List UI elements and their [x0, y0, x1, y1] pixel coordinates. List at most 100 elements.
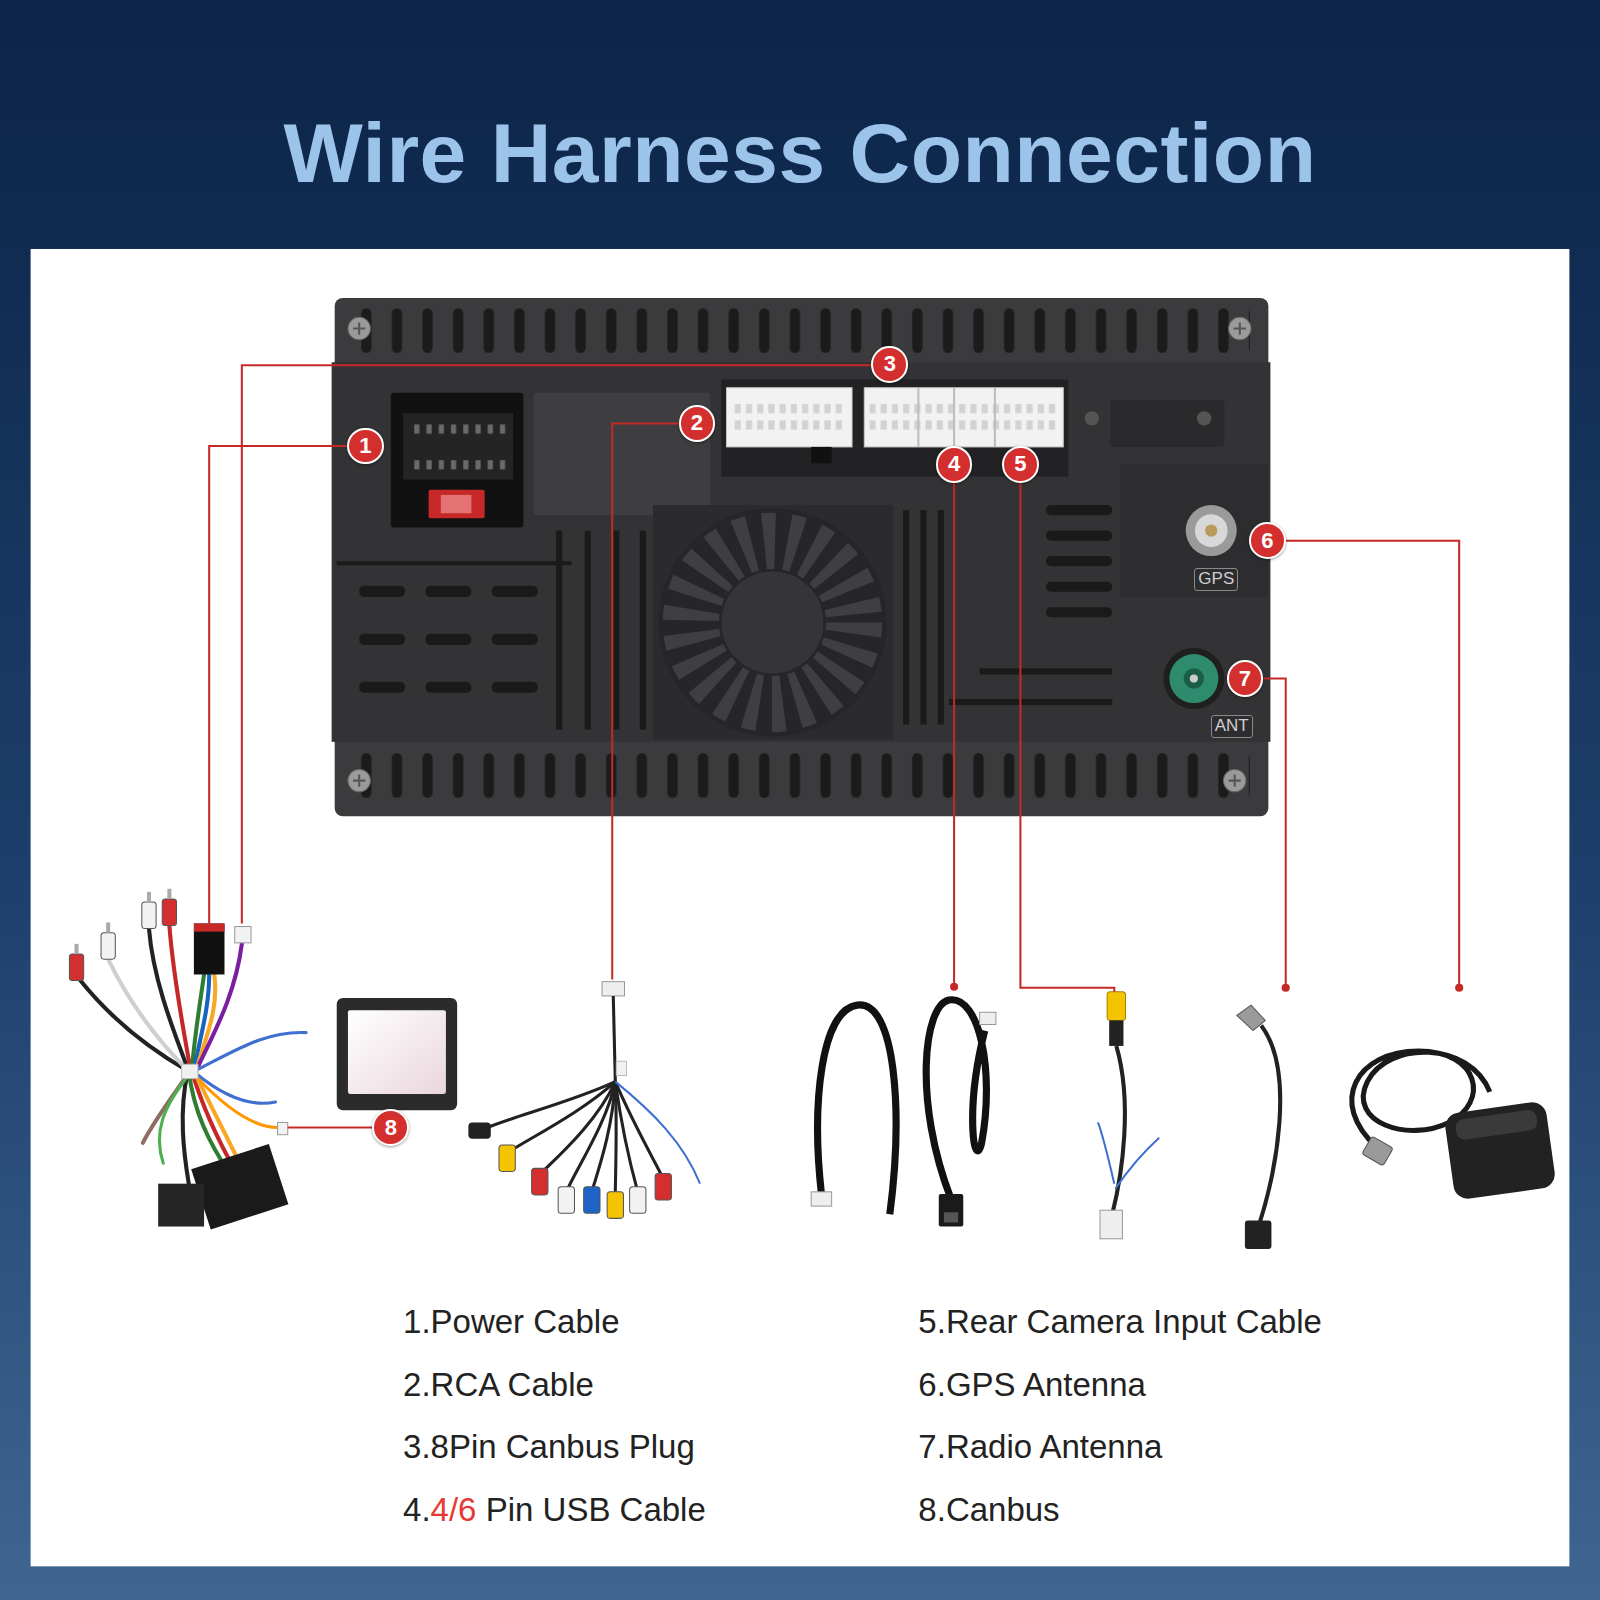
camera-rca — [1107, 992, 1125, 1021]
rca-jack — [532, 1168, 548, 1195]
socket-pins — [733, 401, 845, 434]
antenna-lead — [1259, 1026, 1280, 1225]
antenna-port — [1163, 648, 1224, 709]
rca-jack — [655, 1173, 671, 1200]
power-socket — [391, 393, 524, 528]
plug-stripe — [194, 923, 225, 931]
screw — [1197, 411, 1211, 425]
leader-line — [953, 483, 955, 985]
list-row: 4.4/6Pin USB Cable — [403, 1490, 706, 1530]
list-item: 1.Power Cable — [403, 1302, 619, 1342]
right-vents — [903, 505, 1112, 724]
wire — [169, 926, 190, 1072]
socket-dividers — [918, 388, 995, 447]
socket-inner — [403, 413, 513, 479]
list-number: 4. — [403, 1490, 431, 1530]
rca-jack — [499, 1145, 515, 1172]
screw-slots — [353, 322, 1246, 786]
vent-rib — [585, 531, 591, 730]
gps-puck — [1444, 1100, 1557, 1200]
leader-dot — [950, 983, 958, 991]
callout-circle: 2 — [679, 405, 716, 442]
wire — [149, 929, 189, 1072]
callout-circle: 5 — [1002, 446, 1039, 483]
vent-rib — [613, 531, 619, 730]
leader-line — [242, 365, 873, 923]
wire — [488, 1082, 616, 1128]
plug-tip — [74, 944, 78, 954]
usb-cables — [811, 1000, 996, 1227]
callout-number: 5 — [1014, 453, 1026, 475]
vent-rib — [920, 510, 926, 724]
leader-line — [1263, 679, 1285, 986]
usb-plug — [811, 1192, 831, 1206]
vent-slot — [492, 586, 538, 597]
list-item: 3.8Pin Canbus Plug — [403, 1427, 695, 1467]
leader-line — [1020, 483, 1114, 992]
canbus-case — [337, 998, 457, 1110]
callout-number: 8 — [385, 1117, 397, 1139]
vent-rib — [337, 561, 572, 565]
wire — [615, 1082, 663, 1179]
rca-plug — [69, 954, 83, 981]
callout-number: 6 — [1261, 530, 1273, 552]
socket-pins — [869, 401, 1058, 434]
vent-slot — [426, 634, 472, 645]
vent-slot — [1046, 531, 1112, 541]
wire — [510, 1082, 615, 1151]
camera-plug — [1100, 1210, 1122, 1239]
vent-slot — [1046, 607, 1112, 617]
rca-plug — [162, 899, 176, 926]
white-socket — [727, 388, 853, 447]
harness-wires — [80, 926, 307, 1184]
vent-slot — [359, 634, 405, 645]
slot-cover — [1110, 400, 1224, 447]
iso-connector — [158, 1184, 204, 1227]
antenna-port-inner — [1184, 668, 1204, 688]
vent-slot — [492, 682, 538, 693]
callout-circle: 3 — [871, 346, 908, 383]
screw — [1085, 411, 1099, 425]
vent-rib — [949, 699, 1112, 705]
list-item: 5.Rear Camera Input Cable — [918, 1302, 1322, 1342]
rca-jack — [607, 1192, 623, 1219]
callout-circle: 8 — [372, 1109, 409, 1146]
fan-blades — [691, 541, 854, 704]
canbus-plug — [235, 927, 251, 943]
wire — [196, 974, 215, 1071]
callout-number: 2 — [691, 412, 703, 434]
rca-jack — [584, 1187, 600, 1214]
rca-jack — [558, 1187, 574, 1214]
vent-slot — [1046, 556, 1112, 566]
callout-circle: 1 — [347, 428, 384, 465]
plug-tip — [106, 922, 110, 932]
plug-tip — [147, 892, 151, 902]
wire — [615, 1082, 700, 1184]
wire — [566, 1082, 615, 1192]
antenna-socket — [1245, 1220, 1272, 1249]
plug-tip — [167, 889, 171, 899]
canbus-box — [337, 998, 457, 1110]
list-item: Pin USB Cable — [486, 1490, 706, 1530]
vent-slot — [1046, 582, 1112, 592]
fan-frame — [653, 505, 893, 740]
callout-circle: 7 — [1227, 660, 1264, 697]
port-label: ANT — [1211, 715, 1253, 737]
wire — [183, 1071, 189, 1183]
vent-rib — [556, 531, 562, 730]
leader-dots — [950, 983, 1463, 992]
top-fins — [352, 308, 1250, 353]
left-vents — [337, 531, 646, 730]
gps-block — [1120, 464, 1268, 597]
callout-number: 3 — [884, 353, 896, 375]
antenna-pin — [1190, 674, 1198, 682]
leader-line — [612, 423, 678, 979]
fan-hub — [721, 571, 823, 673]
socket-pins — [411, 418, 509, 474]
rear-panel — [332, 362, 1271, 742]
leader-line — [1286, 541, 1459, 986]
list-item: 8.Canbus — [918, 1490, 1059, 1530]
leader-line — [288, 1127, 374, 1129]
aux-jack — [468, 1122, 490, 1138]
